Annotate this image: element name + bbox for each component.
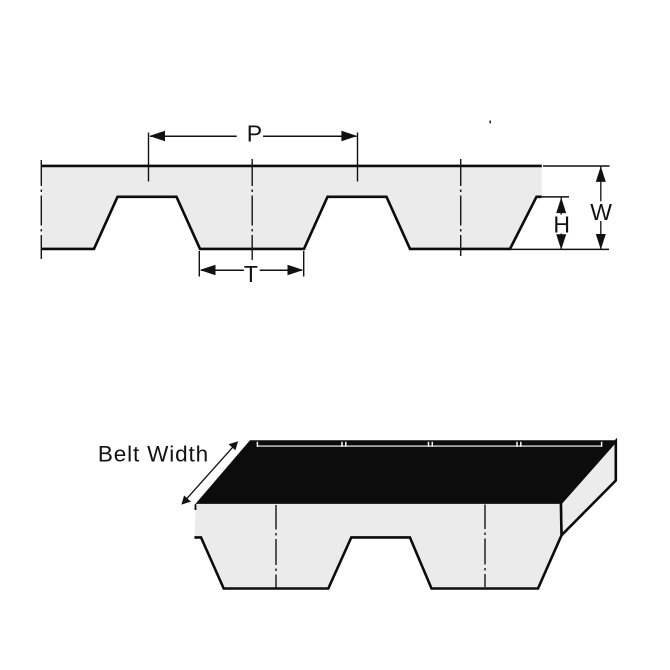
svg-text:H: H — [553, 211, 570, 237]
svg-text:T: T — [244, 261, 258, 287]
svg-text:W: W — [590, 199, 612, 225]
svg-text:Belt Width: Belt Width — [98, 442, 209, 467]
svg-text:P: P — [247, 120, 262, 146]
